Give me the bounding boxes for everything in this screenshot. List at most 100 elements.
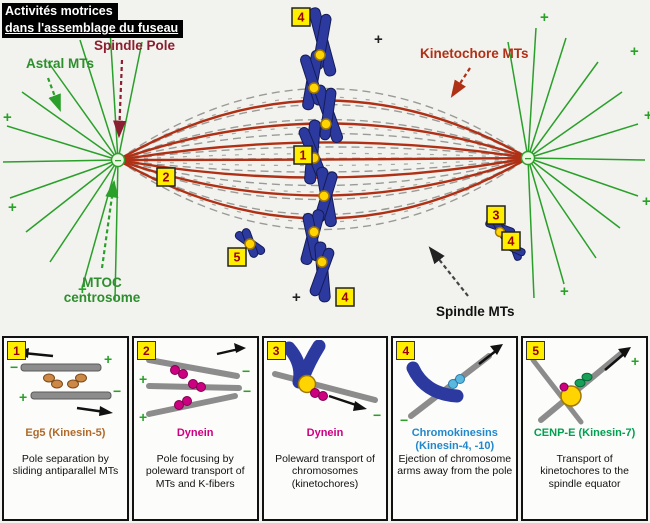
- figure-title: Activités motrices dans l'assemblage du …: [2, 3, 184, 38]
- figure-title-line1: Activités motrices: [2, 3, 118, 21]
- ejection-arrow: [478, 349, 498, 365]
- panel-3-description: Poleward transport of chromosomes (kinet…: [275, 453, 375, 490]
- panel-2: 2 + + + − − Dynein: [131, 336, 259, 521]
- spindle-poles: − −: [110, 150, 536, 168]
- svg-text:Astral MTs: Astral MTs: [26, 56, 94, 71]
- panel-4-illustration: −: [400, 344, 503, 426]
- panel-5-badge: 5: [526, 341, 546, 360]
- badge-2-left: 2: [156, 167, 176, 187]
- plus-sign: +: [642, 193, 650, 210]
- plus-sign: +: [374, 31, 383, 48]
- spindle-diagram: − − + + + + + + + + + + + Astral MTs Spi…: [2, 7, 650, 319]
- panel-5-illustration: + −: [530, 343, 639, 425]
- badge-4-bottom: 4: [335, 287, 355, 307]
- panel-5-protein: CENP-E (Kinesin-7): [533, 427, 636, 439]
- plus-sign: +: [631, 353, 639, 369]
- minus-sign: −: [242, 363, 250, 379]
- arrowhead: [234, 343, 247, 353]
- dynein-motor: [170, 365, 207, 410]
- eg5-motor: [43, 373, 88, 389]
- svg-text:Spindle MTs: Spindle MTs: [436, 304, 515, 319]
- panel-3: 3 − Dynein Poleward transport of chromos…: [261, 336, 389, 521]
- chromosome: [309, 241, 335, 303]
- minus-sign: −: [113, 383, 121, 399]
- svg-text:5: 5: [234, 251, 241, 265]
- kinetochore-dot: [297, 374, 317, 394]
- minus-sign: −: [524, 152, 531, 166]
- plus-sign: +: [78, 281, 87, 298]
- left-pole: [110, 152, 126, 168]
- panel-1-description: Pole separation by sliding antiparallel …: [12, 453, 119, 478]
- chromosome-arm: [406, 361, 464, 403]
- svg-text:MTOC: MTOC: [82, 275, 122, 290]
- badge-5: 5: [227, 247, 247, 267]
- transport-arrow: [603, 352, 626, 371]
- label-mtoc-centrosome: MTOC centrosome: [64, 179, 141, 305]
- label-spindle-mts: Spindle MTs: [428, 246, 515, 319]
- microtubule: [30, 391, 112, 400]
- plus-sign: +: [8, 199, 17, 216]
- panel-3-illustration: −: [271, 340, 381, 423]
- label-spindle-pole: Spindle Pole: [94, 38, 176, 139]
- svg-text:Kinetochore MTs: Kinetochore MTs: [420, 46, 529, 61]
- panel-2-protein: Dynein: [176, 427, 214, 439]
- badge-3-right: 3: [486, 205, 506, 225]
- figure-title-line2: dans l'assemblage du fuseau: [2, 20, 184, 38]
- microtubule: [530, 357, 584, 425]
- arrowhead: [617, 347, 631, 358]
- right-pole: [520, 150, 536, 166]
- plus-sign: +: [3, 109, 12, 126]
- legend-panels: 1 + − + − Eg5 (Kinesin-5) Pole separatio…: [0, 336, 650, 521]
- panel-1-protein: Eg5 (Kinesin-5): [25, 427, 106, 439]
- kinetochore-dots: [244, 49, 520, 268]
- svg-text:2: 2: [163, 171, 170, 185]
- panel-4: 4 − Chromokinesins (Kinesin-4, -10) Ejec…: [391, 336, 519, 521]
- chromokinesin-motor: [447, 374, 465, 389]
- minus-sign: −: [243, 383, 251, 399]
- arrowhead: [99, 406, 114, 416]
- svg-text:4: 4: [508, 235, 515, 249]
- plus-sign: +: [292, 289, 301, 306]
- panel-4-description: Ejection of chromosome arms away from th…: [397, 453, 513, 478]
- panel-4-badge: 4: [396, 341, 416, 360]
- svg-text:4: 4: [298, 11, 305, 25]
- label-kinetochore-mts: Kinetochore MTs: [420, 46, 529, 98]
- cenpe-motor: [574, 372, 593, 388]
- svg-text:3: 3: [493, 209, 500, 223]
- svg-text:4: 4: [342, 291, 349, 305]
- badge-4-top: 4: [291, 7, 311, 27]
- minus-sign: −: [400, 412, 408, 426]
- arrowhead: [489, 344, 503, 355]
- svg-text:centrosome: centrosome: [64, 290, 141, 305]
- diagram-badges: 4 1 2 5 3 4 4: [156, 7, 521, 307]
- panel-1: 1 + − + − Eg5 (Kinesin-5) Pole separatio…: [2, 336, 129, 521]
- plus-sign: +: [630, 43, 639, 60]
- plus-sign: +: [139, 371, 147, 387]
- panel-2-description: Pole focusing by poleward transport of M…: [145, 453, 245, 490]
- panel-4-protein: Chromokinesins (Kinesin-4, -10): [411, 427, 498, 452]
- astral-mts-right: [507, 27, 646, 299]
- panel-5-description: Transport of kinetochores to the spindle…: [540, 453, 629, 490]
- svg-text:Spindle Pole: Spindle Pole: [94, 38, 176, 53]
- minus-sign: −: [373, 407, 381, 423]
- minus-sign: −: [114, 154, 121, 168]
- transport-arrow: [216, 347, 240, 356]
- label-astral-mts: Astral MTs: [26, 56, 94, 113]
- plus-sign: +: [560, 283, 569, 300]
- microtubule: [20, 363, 102, 372]
- minus-sign: −: [10, 359, 18, 375]
- panel-3-protein: Dynein: [306, 427, 344, 439]
- panel-3-badge: 3: [266, 341, 286, 360]
- inner-kinetochore: [559, 382, 569, 392]
- panel-5: 5 + − CENP-E (Kinesin-7) Transport of ki…: [521, 336, 648, 521]
- microtubule: [271, 371, 378, 403]
- transport-arrow: [328, 394, 360, 408]
- plus-sign: +: [139, 409, 147, 425]
- arrowhead: [352, 401, 367, 411]
- dynein-motor: [309, 388, 328, 401]
- plus-sign: +: [644, 107, 650, 124]
- plus-sign: +: [19, 389, 27, 405]
- plus-sign: +: [104, 351, 112, 367]
- badge-4-right: 4: [501, 231, 521, 251]
